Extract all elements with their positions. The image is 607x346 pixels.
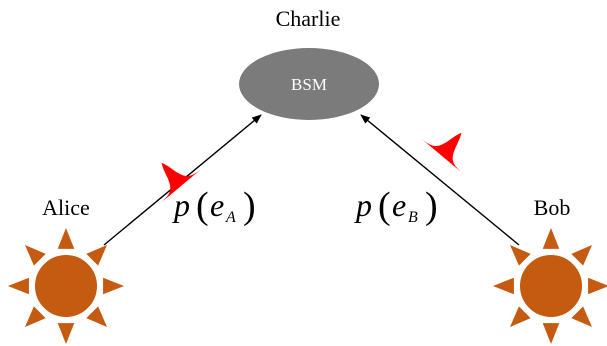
bob-probability-formula: p ( e B ) [354, 185, 438, 227]
alice-source-sun-icon [8, 228, 124, 344]
sun-ray [57, 228, 75, 249]
alice-formula-close: ) [243, 185, 256, 227]
bsm-ellipse [239, 48, 379, 120]
alice-formula-open: ( [196, 185, 209, 227]
sun-ray [8, 277, 29, 295]
bob-formula-open: ( [378, 185, 391, 227]
bsm-label: BSM [291, 75, 327, 94]
bob-channel-arrow [360, 114, 520, 246]
alice-sun-disc [33, 253, 99, 319]
alice-pulse-icon [158, 163, 204, 206]
bob-formula-var: e [392, 187, 406, 223]
sun-ray [571, 244, 593, 266]
sun-ray [542, 228, 560, 249]
sun-ray [509, 244, 531, 266]
bob-formula-close: ) [425, 185, 438, 227]
sun-ray [509, 306, 531, 328]
sun-ray [24, 244, 46, 266]
charlie-label: Charlie [276, 6, 341, 31]
alice-formula-var: e [210, 187, 224, 223]
bob-formula-sub: B [408, 209, 418, 226]
alice-formula-sub: A [225, 209, 236, 226]
sun-ray [24, 306, 46, 328]
bob-sun-disc [518, 253, 584, 319]
bob-label: Bob [534, 195, 571, 220]
bob-pulse-icon [419, 133, 465, 176]
sun-ray [542, 323, 560, 344]
bob-formula-func: p [354, 187, 372, 223]
alice-probability-formula: p ( e A ) [172, 185, 256, 227]
sun-ray [86, 306, 108, 328]
sun-ray [588, 277, 607, 295]
bob-source-sun-icon [493, 228, 607, 344]
alice-formula-func: p [172, 187, 190, 223]
alice-sun-rays [8, 228, 124, 344]
sun-ray [103, 277, 124, 295]
sun-ray [86, 244, 108, 266]
sun-ray [571, 306, 593, 328]
sun-ray [57, 323, 75, 344]
sun-ray [493, 277, 514, 295]
bob-sun-rays [493, 228, 607, 344]
bsm-node: BSM [239, 48, 379, 120]
alice-label: Alice [42, 195, 90, 220]
